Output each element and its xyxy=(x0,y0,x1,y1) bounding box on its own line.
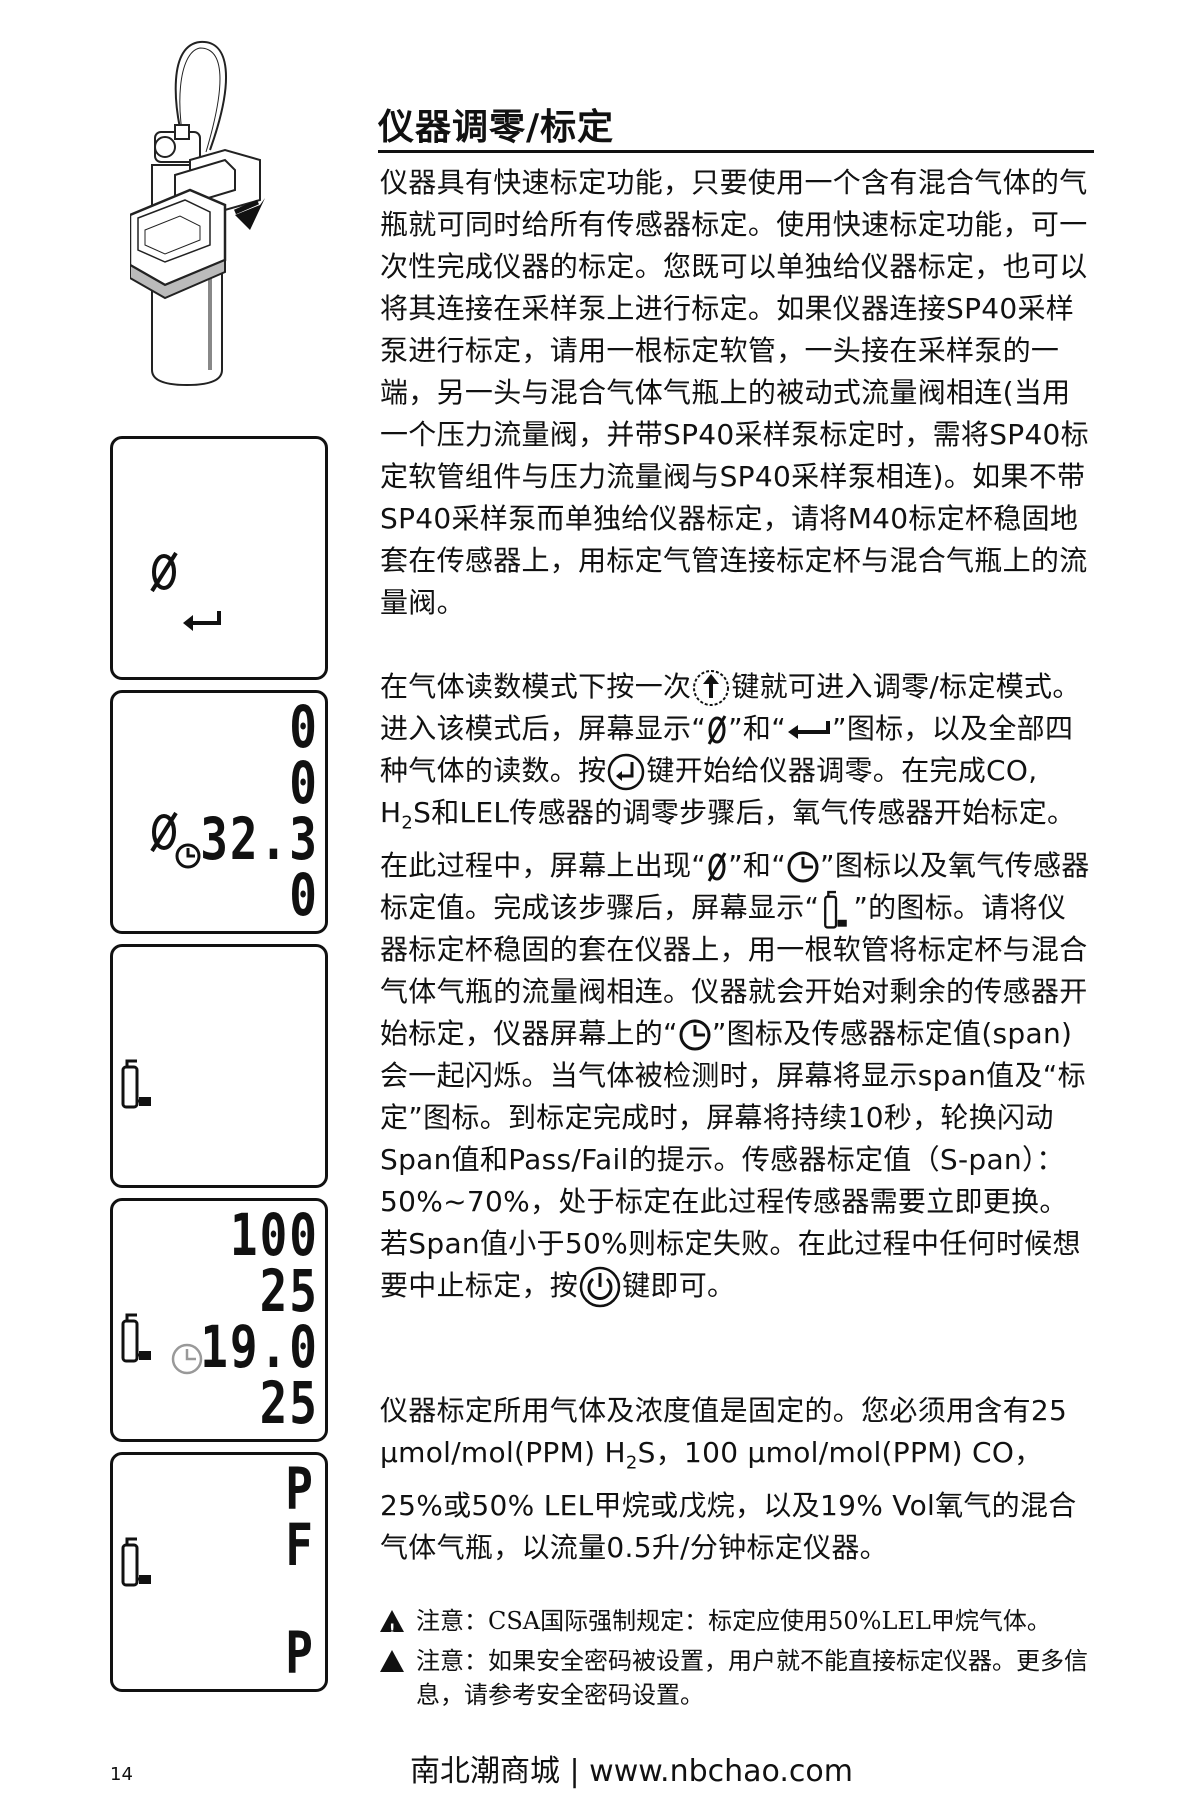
lcd-row-4: 25 xyxy=(259,1369,319,1437)
gas-cylinder-icon xyxy=(121,1313,151,1363)
footer-watermark: 南北潮商城 | www.nbchao.com xyxy=(410,1754,853,1789)
lcd-row-3: 32.3 xyxy=(200,805,319,873)
text-run: ”图标，以及全部四种气体的读数。按 xyxy=(380,712,1074,787)
note-text: 注意：CSA国际强制规定：标定应使用50%LEL甲烷气体。 xyxy=(416,1607,1051,1635)
subscript: 2 xyxy=(625,1452,638,1474)
warning-icon xyxy=(380,1610,404,1647)
clock-icon xyxy=(679,1019,711,1051)
lcd-row-1: 100 xyxy=(229,1201,319,1269)
text-run: 键开始给仪器调零。在完成CO, H xyxy=(380,754,1038,829)
paragraph-gas-concentrations: 仪器标定所用气体及浓度值是固定的。您必须用含有25 μmol/mol(PPM) … xyxy=(380,1390,1092,1569)
title-divider xyxy=(378,150,1094,153)
lcd-row-3: P xyxy=(285,1619,315,1687)
paragraph-quick-calibration: 仪器具有快速标定功能，只要使用一个含有混合气体的气瓶就可同时给所有传感器标定。使… xyxy=(380,166,1089,619)
text-run: ”和“ xyxy=(728,712,787,745)
paragraph-calibration-procedure: 在气体读数模式下按一次键就可进入调零/标定模式。进入该模式后，屏幕显示“”和“”… xyxy=(380,666,1092,1309)
enter-arrow-icon xyxy=(788,721,831,739)
text-run: ”和“ xyxy=(728,848,787,882)
gas-cylinder-icon xyxy=(824,890,848,929)
text-run: S，100 μmol/mol(PPM) CO，25%或50% LEL甲烷或戊烷，… xyxy=(380,1436,1077,1564)
lcd-row-4: 0 xyxy=(289,861,319,929)
text-run: ”图标及传感器标定值(span)会一起闪烁。当气体被检测时，屏幕将显示span值… xyxy=(380,1016,1086,1302)
clock-icon xyxy=(175,843,201,869)
enter-arrow-icon xyxy=(183,611,221,631)
clock-icon xyxy=(787,851,819,883)
lcd-row-1: P xyxy=(285,1455,315,1523)
zero-symbol-icon xyxy=(150,551,178,593)
lcd-row-2: 0 xyxy=(289,749,319,817)
lcd-screen-zero xyxy=(110,436,328,680)
lcd-screen-pass-fail: P F P xyxy=(110,1452,328,1692)
page-title: 仪器调零/标定 xyxy=(378,107,615,148)
lcd-row-1: 0 xyxy=(289,693,319,761)
lcd-row-2: F xyxy=(285,1511,315,1579)
text-run: 键即可。 xyxy=(622,1268,736,1302)
calibration-illustration xyxy=(130,40,265,387)
text-run: ”图标以及氧气传感器标定值。完成该步骤后，屏幕显示“ xyxy=(380,848,1090,924)
text-run: ”的图标。请将仪器标定杯稳固的套在仪器上，用一根软管将标定杯与混合气体气瓶的流量… xyxy=(380,890,1088,1050)
note-password: 注意：如果安全密码被设置，用户就不能直接标定仪器。更多信息，请参考安全密码设置。 xyxy=(380,1644,1106,1712)
lcd-screen-apply-gas xyxy=(110,944,328,1188)
text-run: S和LEL传感器的调零步骤后，氧气传感器开始标定。在此过程中，屏幕上出现“ xyxy=(380,796,1076,882)
note-text: 注意：如果安全密码被设置，用户就不能直接标定仪器。更多信息，请参考安全密码设置。 xyxy=(416,1647,1088,1709)
zero-symbol-icon xyxy=(150,811,178,853)
up-arrow-button-icon xyxy=(693,670,730,706)
zero-symbol-icon xyxy=(707,851,727,882)
text-run: 键就可进入调零/标定模式。进入该模式后，屏幕显示“ xyxy=(380,670,1081,745)
zero-symbol-icon xyxy=(707,715,727,745)
gas-cylinder-icon xyxy=(121,1537,151,1587)
text-run: 在气体读数模式下按一次 xyxy=(380,670,692,703)
clock-icon xyxy=(171,1343,203,1375)
gas-cylinder-icon xyxy=(121,1059,151,1109)
warning-icon xyxy=(380,1650,404,1672)
lcd-screen-span: 100 25 19.0 25 xyxy=(110,1198,328,1442)
subscript: 2 xyxy=(401,812,414,834)
note-csa: 注意：CSA国际强制规定：标定应使用50%LEL甲烷气体。 xyxy=(380,1604,1100,1647)
lcd-screen-o2-cal: 0 0 32.3 0 xyxy=(110,690,328,934)
power-button-icon xyxy=(579,1266,621,1307)
text-run: 仪器标定所用气体及浓度值是固定的。您必须用含有25 μmol/mol(PPM) … xyxy=(380,1394,1068,1469)
page-number: 14 xyxy=(110,1764,133,1785)
lcd-row-2: 25 xyxy=(259,1257,319,1325)
lcd-row-3: 19.0 xyxy=(200,1313,319,1381)
enter-button-icon xyxy=(608,753,645,791)
